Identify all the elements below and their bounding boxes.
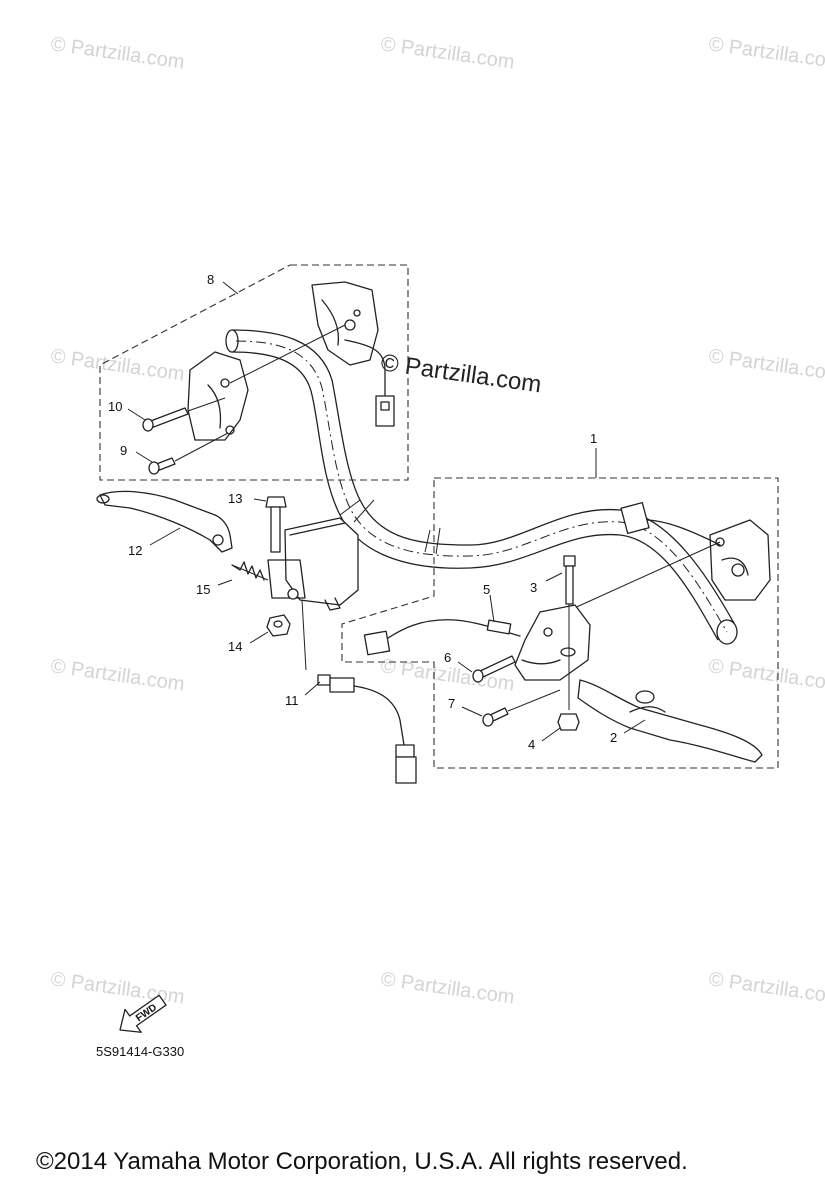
switch-11	[301, 599, 417, 784]
nut-14	[266, 614, 291, 637]
watermark: © Partzilla.com	[707, 33, 825, 74]
callout-13: 13	[228, 491, 242, 506]
callout-5: 5	[483, 582, 490, 597]
lever-2	[577, 679, 763, 763]
assembly-box-1	[341, 477, 779, 769]
lever-12	[96, 490, 233, 553]
assembly-box-8	[99, 264, 409, 481]
nut-4	[557, 713, 580, 731]
watermark: © Partzilla.com	[707, 968, 825, 1009]
bolt-13	[265, 496, 287, 553]
watermark: © Partzilla.com	[707, 655, 825, 696]
left-switch-rear	[311, 281, 395, 427]
watermark: © Partzilla.com	[379, 33, 516, 74]
watermark: © Partzilla.com	[49, 345, 186, 386]
screw-7	[482, 689, 561, 727]
master-cylinder	[267, 517, 359, 611]
fwd-arrow: FWD	[119, 994, 167, 1033]
callout-9: 9	[120, 443, 127, 458]
watermark: © Partzilla.com	[707, 345, 825, 386]
callout-10: 10	[108, 399, 122, 414]
right-switch	[569, 501, 771, 611]
watermark: © Partzilla.com	[49, 33, 186, 74]
left-switch-front	[187, 324, 346, 441]
adjuster-15	[231, 561, 269, 581]
callout-14: 14	[228, 639, 242, 654]
callout-4: 4	[528, 737, 535, 752]
diagram-code: 5S91414-G330	[96, 1044, 185, 1059]
screw-10	[142, 397, 226, 432]
lever-holder-right	[514, 604, 591, 681]
copyright-footer: ©2014 Yamaha Motor Corporation, U.S.A. A…	[36, 1148, 688, 1175]
callout-6: 6	[444, 650, 451, 665]
watermark-layer: © Partzilla.com © Partzilla.com © Partzi…	[49, 33, 825, 1009]
screw-6	[472, 655, 516, 683]
screw-9	[148, 432, 229, 475]
callout-1: 1	[590, 431, 597, 446]
watermark: © Partzilla.com	[49, 968, 186, 1009]
callout-2: 2	[610, 730, 617, 745]
watermark: © Partzilla.com	[49, 655, 186, 696]
callout-3: 3	[530, 580, 537, 595]
callout-15: 15	[196, 582, 210, 597]
bolt-3	[563, 555, 576, 710]
callout-labels: 1 2 3 4 5 6 7 8 9 10 11 12 13 14 15	[108, 272, 617, 752]
callout-8: 8	[207, 272, 214, 287]
watermark-large: © Partzilla.com	[379, 349, 543, 398]
watermark: © Partzilla.com	[379, 968, 516, 1009]
switch-5	[363, 619, 521, 656]
callout-7: 7	[448, 696, 455, 711]
callout-12: 12	[128, 543, 142, 558]
callout-leaders	[127, 281, 646, 742]
callout-11: 11	[285, 693, 299, 708]
